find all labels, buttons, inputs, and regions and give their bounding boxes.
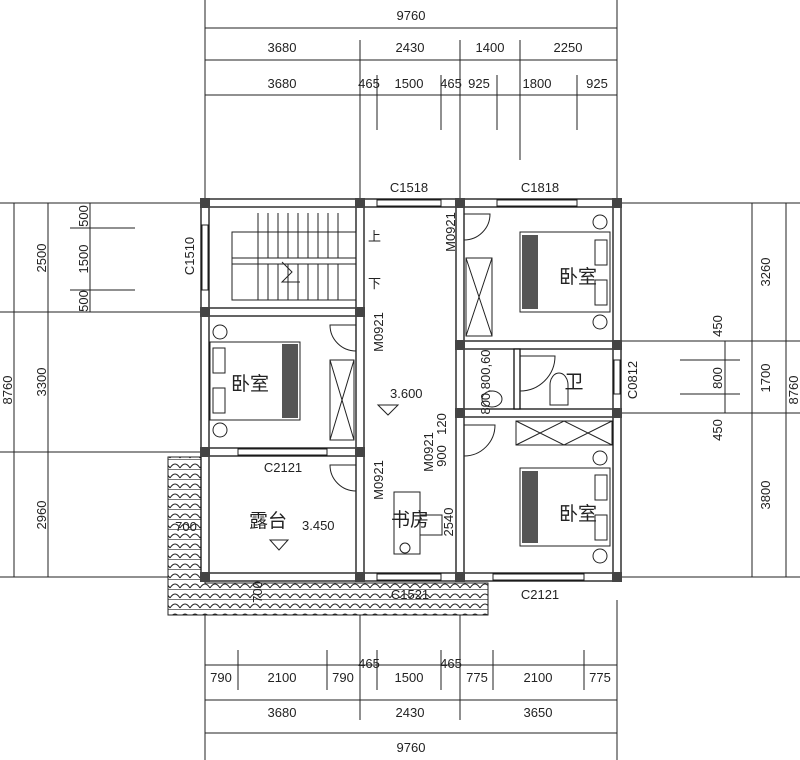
window-label: C0812 [625, 361, 640, 399]
dim-left: 1500 [76, 245, 91, 274]
wardrobe-ne-cross [465, 257, 493, 337]
dim-right: 1700 [758, 364, 773, 393]
terrace-roof-tiles [167, 456, 489, 616]
dim-left: 3300 [34, 368, 49, 397]
wardrobe-ne [465, 257, 493, 337]
floor-elevation: 3.600 [390, 386, 423, 401]
bath-dim-label: 800,800,60 [478, 349, 493, 414]
dim-bottom: 1500 [395, 670, 424, 685]
dim-top: 1800 [523, 76, 552, 91]
room-bedroom-w: 卧室 [231, 373, 269, 395]
dim-left: 2960 [34, 501, 49, 530]
dim-bottom: 3680 [268, 705, 297, 720]
dim-bottom: 3650 [524, 705, 553, 720]
dim-top: 3680 [268, 76, 297, 91]
dim-bottom: 775 [466, 670, 488, 685]
room-study: 书房 [391, 509, 429, 531]
door-label: M0921 [371, 460, 386, 500]
dim-bottom: 790 [332, 670, 354, 685]
room-bathroom: 卫 [564, 371, 583, 393]
dim-top: 925 [586, 76, 608, 91]
window-label: C1518 [390, 180, 428, 195]
dim-right: 3800 [758, 481, 773, 510]
dim-bottom: 465 [358, 656, 380, 671]
window-label: C1818 [521, 180, 559, 195]
staircase[interactable] [231, 213, 357, 301]
dim-bottom: 790 [210, 670, 232, 685]
window-label: C2121 [521, 587, 559, 602]
wardrobe-se [515, 420, 613, 446]
dim-left: 500 [76, 290, 91, 312]
dim-top: 3680 [268, 40, 297, 55]
dim-label: 700 [175, 519, 197, 534]
dim-top: 2430 [396, 40, 425, 55]
door-label: M0921 [421, 432, 436, 472]
dim-right: 3260 [758, 258, 773, 287]
bed-w [209, 324, 301, 438]
dim-bottom: 775 [589, 670, 611, 685]
columns [200, 198, 622, 582]
dim-top: 465 [440, 76, 462, 91]
elevation-marker-terrace [268, 539, 290, 551]
doors [329, 213, 556, 492]
room-bedroom-ne: 卧室 [559, 266, 597, 288]
window-label: C2121 [264, 460, 302, 475]
dim-label: 2540 [441, 508, 456, 537]
dim-label: 120 [434, 413, 449, 435]
bed-se [519, 450, 611, 564]
terrace-elevation: 3.450 [302, 518, 335, 533]
elevation-marker-floor [376, 404, 400, 416]
study-desk [393, 491, 443, 555]
dim-left-total: 8760 [0, 376, 15, 405]
dim-bottom: 2100 [524, 670, 553, 685]
door-label: M0921 [371, 312, 386, 352]
room-bedroom-se: 卧室 [559, 503, 597, 525]
dim-top: 465 [358, 76, 380, 91]
dim-bottom: 465 [440, 656, 462, 671]
dim-label: 900 [434, 445, 449, 467]
window-label: C1510 [182, 237, 197, 275]
dim-right: 450 [710, 419, 725, 441]
wardrobe-w [329, 359, 355, 441]
stair-down-label: 下 [368, 276, 381, 291]
stair-up-label: 上 [368, 229, 381, 244]
dim-bottom-total: 9760 [397, 740, 426, 755]
dim-left: 500 [76, 205, 91, 227]
dim-top: 925 [468, 76, 490, 91]
dim-top: 2250 [554, 40, 583, 55]
dim-top: 1500 [395, 76, 424, 91]
dim-bottom: 2100 [268, 670, 297, 685]
wardrobe-w-cross [329, 359, 355, 441]
window-label: C1521 [391, 587, 429, 602]
dim-right: 800 [710, 367, 725, 389]
dim-label: 700 [250, 581, 265, 603]
dim-top-total: 9760 [397, 8, 426, 23]
dim-top: 1400 [476, 40, 505, 55]
room-terrace: 露台 [249, 510, 287, 532]
wardrobe-se-cross [515, 420, 613, 446]
bed-ne [519, 214, 611, 330]
dim-right-total: 8760 [786, 376, 800, 405]
door-label: M0921 [443, 212, 458, 252]
dim-left: 2500 [34, 244, 49, 273]
dim-right: 450 [710, 315, 725, 337]
windows [201, 199, 621, 581]
dim-bottom: 2430 [396, 705, 425, 720]
bathroom-fixtures [481, 372, 569, 408]
